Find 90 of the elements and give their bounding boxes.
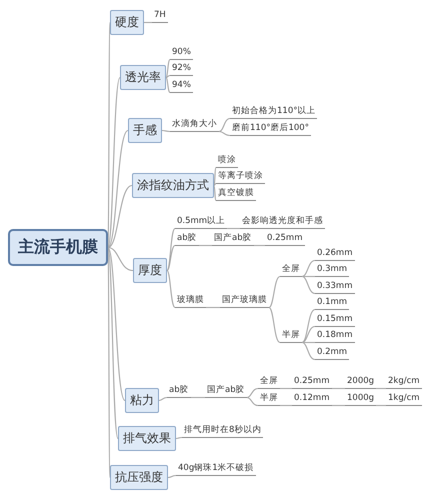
- branch-label: 0.1mm: [315, 297, 350, 310]
- branch-line: [108, 130, 128, 248]
- branch-label: 磨前110°磨后100°: [230, 123, 311, 136]
- branch-label: 40g钢珠1米不破损: [176, 463, 256, 476]
- central-topic-box: 主流手机膜: [8, 229, 108, 266]
- branch-line: [108, 247, 126, 401]
- branch-line: [268, 307, 280, 343]
- branch-label: 0.5mm以上: [175, 216, 228, 229]
- branch-label: 92%: [170, 63, 193, 76]
- branch-label: 0.15mm: [315, 314, 354, 327]
- branch-line: [218, 130, 230, 136]
- branch-line: [280, 388, 292, 390]
- topic-box: 透光率: [120, 65, 166, 90]
- branch-line: [218, 118, 230, 132]
- branch-line: [246, 396, 258, 406]
- branch-line: [190, 396, 205, 398]
- branch-line: [166, 245, 176, 271]
- branch-line: [376, 388, 386, 390]
- topic-box: 排气效果: [118, 426, 176, 451]
- branch-label: 等离子喷涂: [216, 171, 265, 184]
- branch-line: [168, 474, 176, 478]
- branch-line: [162, 130, 170, 132]
- branch-label: 0.12mm: [292, 393, 332, 406]
- branch-line: [144, 22, 152, 24]
- branch-label: 0.33mm: [315, 281, 354, 294]
- branch-line: [302, 308, 316, 343]
- branch-label: 90%: [170, 47, 193, 60]
- branch-line: [302, 276, 315, 278]
- branch-line: [376, 404, 386, 406]
- topic-box: 粘力: [125, 388, 159, 413]
- branch-line: [198, 244, 212, 246]
- branch-label: 2kg/cm: [386, 376, 422, 389]
- branch-label: 0.18mm: [315, 330, 354, 343]
- branch-label: 喷涂: [216, 155, 238, 168]
- topic-box: 抗压强度: [110, 465, 168, 490]
- branch-line: [302, 276, 316, 294]
- branch-label: 水滴角大小: [170, 119, 219, 132]
- branch-label: 1000g: [345, 393, 376, 406]
- branch-line: [268, 276, 280, 308]
- branch-line: [302, 260, 316, 278]
- branch-label: 1kg/cm: [386, 393, 422, 406]
- branch-line: [166, 77, 170, 93]
- branch-label: 半屏: [258, 393, 280, 406]
- branch-label: 排气用时在8秒以内: [182, 425, 264, 438]
- branch-label: 0.2mm: [315, 347, 350, 360]
- branch-line: [107, 22, 111, 248]
- branch-line: [158, 396, 168, 402]
- branch-label: 94%: [170, 80, 193, 93]
- branch-line: [213, 185, 217, 201]
- topic-box: 厚度: [133, 258, 167, 283]
- branch-line: [108, 184, 132, 248]
- branch-line: [108, 246, 134, 272]
- branch-line: [176, 436, 182, 440]
- branch-line: [302, 342, 316, 360]
- branch-label: 7H: [152, 10, 168, 23]
- topic-box: 涂指纹油方式: [132, 173, 214, 198]
- branch-line: [302, 342, 315, 344]
- branch-label: 国产玻璃膜: [220, 295, 269, 308]
- branch-line: [107, 247, 119, 439]
- branch-line: [213, 167, 217, 186]
- branch-line: [227, 228, 240, 230]
- branch-line: [332, 404, 345, 406]
- branch-label: 会影响透光度和手感: [240, 216, 325, 229]
- branch-line: [107, 77, 120, 248]
- topic-box: 手感: [128, 118, 162, 143]
- branch-label: 真空镀膜: [216, 188, 256, 201]
- branch-line: [206, 306, 220, 308]
- branch-label: ab胶: [175, 233, 199, 246]
- branch-label: 国产ab胶: [205, 385, 247, 398]
- topic-box: 硬度: [110, 10, 144, 35]
- branch-label: 0.25mm: [292, 376, 332, 389]
- branch-line: [302, 326, 316, 344]
- branch-line: [280, 404, 292, 406]
- branch-label: 0.3mm: [315, 264, 350, 277]
- branch-line: [332, 388, 345, 390]
- branch-label: 全屏: [280, 264, 302, 277]
- branch-line: [166, 228, 176, 271]
- branch-label: 初始合格为110°以上: [230, 106, 318, 119]
- branch-line: [166, 270, 176, 308]
- branch-label: 半屏: [280, 330, 302, 343]
- branch-line: [166, 59, 170, 78]
- branch-label: ab胶: [167, 385, 191, 398]
- branch-line: [246, 388, 258, 398]
- branch-label: 0.26mm: [315, 248, 354, 261]
- branch-label: 全屏: [258, 376, 280, 389]
- branch-label: 玻璃膜: [175, 295, 206, 308]
- branch-line: [254, 244, 265, 246]
- branch-label: 国产ab胶: [212, 233, 254, 246]
- branch-label: 0.25mm: [265, 233, 304, 246]
- branch-label: 2000g: [345, 376, 376, 389]
